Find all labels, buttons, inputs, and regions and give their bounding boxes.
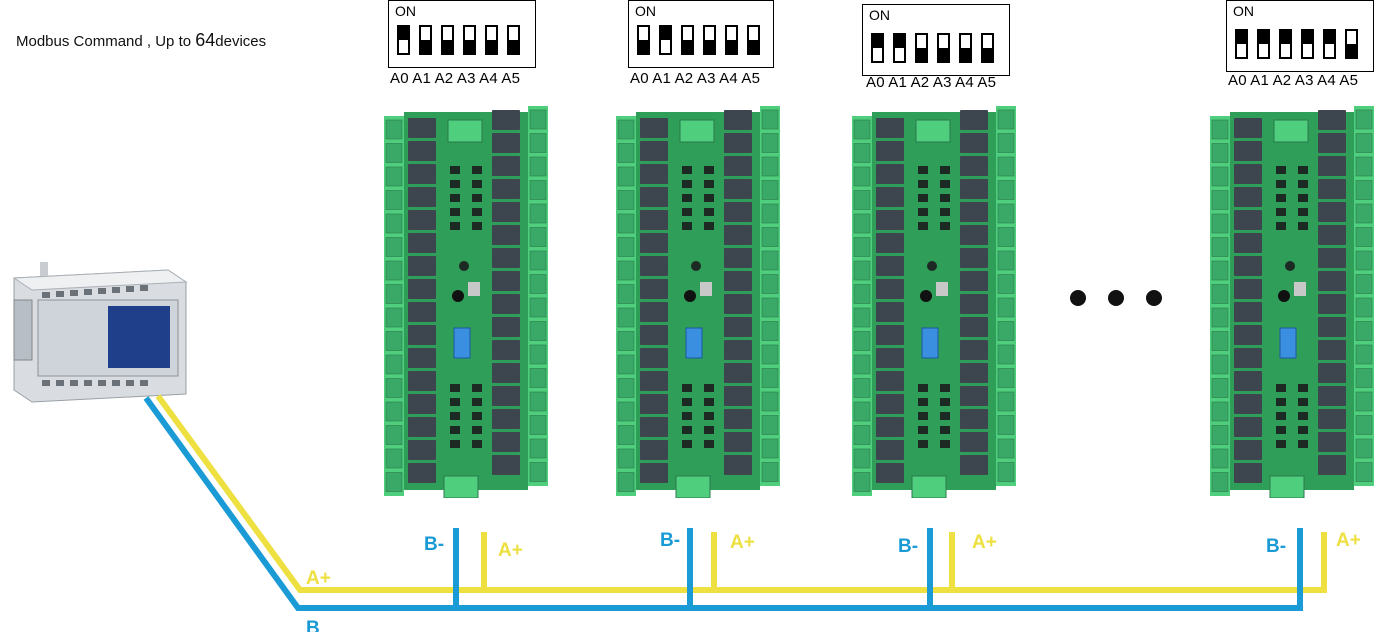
a-plus-label: A+: [972, 532, 997, 553]
switch-knob-off: [509, 40, 518, 53]
ellipsis-dot: [1146, 290, 1162, 306]
dip-switch-a4: [1323, 29, 1336, 59]
dip-switch-a0: [871, 33, 884, 63]
switch-knob-off: [727, 40, 736, 53]
ellipsis-dot: [1070, 290, 1086, 306]
dip-on-label: ON: [1233, 3, 1254, 19]
switch-knob-off: [443, 40, 452, 53]
switch-knob-off: [421, 40, 430, 53]
dip-switch-a5: [747, 25, 760, 55]
dip-switch-a0: [1235, 29, 1248, 59]
switch-knob-on: [873, 35, 882, 48]
switch-knob-off: [1347, 44, 1356, 57]
switch-knob-off: [961, 48, 970, 61]
switch-knob-on: [661, 27, 670, 40]
dip-switch-a1: [893, 33, 906, 63]
dip-switch-a3: [703, 25, 716, 55]
relay-board: [852, 106, 1016, 499]
plc-controller: [12, 262, 188, 403]
bus-b-minus-line: [143, 396, 1303, 611]
more-devices-ellipsis: [1070, 290, 1162, 306]
a-plus-label: A+: [1336, 530, 1361, 551]
switch-knob-off: [939, 48, 948, 61]
switch-knob-on: [1237, 31, 1246, 44]
dip-switch-a0: [637, 25, 650, 55]
switch-knob-on: [1303, 31, 1312, 44]
dip-switch-panel: ON: [1226, 0, 1374, 72]
dip-switch-a1: [419, 25, 432, 55]
address-labels: A0 A1 A2 A3 A4 A5: [390, 70, 521, 87]
switch-knob-off: [983, 48, 992, 61]
b-label-partial: B: [306, 618, 320, 632]
device-count: 64: [195, 30, 216, 50]
address-labels: A0 A1 A2 A3 A4 A5: [630, 70, 761, 87]
dip-switch-a1: [1257, 29, 1270, 59]
diagram-caption: Modbus Command , Up to 64devices: [16, 30, 266, 51]
switch-knob-off: [639, 40, 648, 53]
dip-switch-a5: [981, 33, 994, 63]
dip-switch-a0: [397, 25, 410, 55]
switch-knob-off: [487, 40, 496, 53]
b-minus-label: B-: [424, 534, 445, 555]
switch-knob-on: [1325, 31, 1334, 44]
b-minus-label: B-: [660, 530, 681, 551]
b-minus-label: B-: [898, 536, 919, 557]
ellipsis-dot: [1108, 290, 1124, 306]
address-labels: A0 A1 A2 A3 A4 A5: [1228, 72, 1359, 89]
switch-knob-on: [1281, 31, 1290, 44]
dip-switch-a3: [937, 33, 950, 63]
bus-a-plus-line: [155, 394, 1327, 593]
dip-switch-a2: [1279, 29, 1292, 59]
dip-switch-panel: ON: [862, 4, 1010, 76]
relay-board: [1210, 106, 1374, 499]
b-minus-label: B-: [1266, 536, 1287, 557]
switch-knob-off: [465, 40, 474, 53]
dip-switch-a2: [681, 25, 694, 55]
switch-knob-on: [895, 35, 904, 48]
switch-knob-off: [705, 40, 714, 53]
a-plus-label: A+: [730, 532, 755, 553]
dip-on-label: ON: [395, 3, 416, 19]
dip-switch-a2: [915, 33, 928, 63]
switch-knob-on: [1259, 31, 1268, 44]
dip-switch-panel: ON: [388, 0, 536, 68]
dip-switch-a4: [725, 25, 738, 55]
a-plus-label: A+: [498, 540, 523, 561]
switch-knob-off: [749, 40, 758, 53]
dip-switch-a5: [507, 25, 520, 55]
dip-on-label: ON: [635, 3, 656, 19]
dip-switch-a3: [463, 25, 476, 55]
dip-switch-a5: [1345, 29, 1358, 59]
address-labels: A0 A1 A2 A3 A4 A5: [866, 74, 997, 91]
relay-board: [384, 106, 548, 499]
switch-knob-off: [683, 40, 692, 53]
a-plus-label: A+: [306, 568, 331, 589]
switch-knob-on: [399, 27, 408, 40]
dip-switch-panel: ON: [628, 0, 774, 68]
caption-text: Modbus Command , Up to: [16, 33, 196, 50]
relay-board: [616, 106, 780, 499]
dip-switch-a4: [485, 25, 498, 55]
dip-on-label: ON: [869, 7, 890, 23]
dip-switch-a3: [1301, 29, 1314, 59]
caption-suffix: devices: [215, 33, 267, 50]
dip-switch-a1: [659, 25, 672, 55]
dip-switch-a4: [959, 33, 972, 63]
switch-knob-off: [917, 48, 926, 61]
dip-switch-a2: [441, 25, 454, 55]
